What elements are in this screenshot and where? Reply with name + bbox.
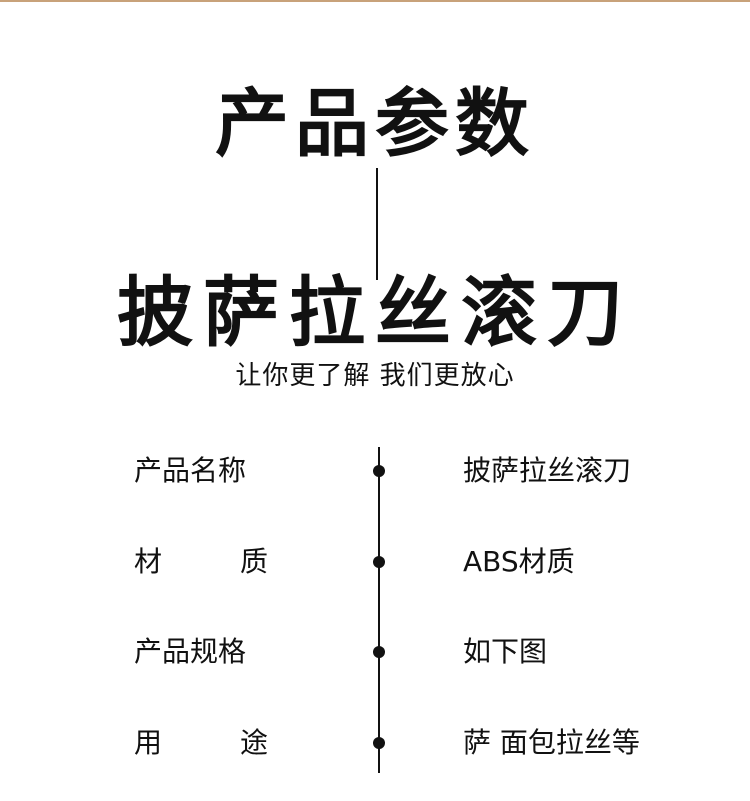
spec-row-name: 产品名称 披萨拉丝滚刀 (0, 451, 750, 491)
spec-bullet-dot (373, 465, 385, 477)
spec-label: 产品规格 (134, 635, 247, 668)
spec-bullet-dot (373, 737, 385, 749)
spec-label: 材 质 (134, 542, 268, 582)
spec-label: 用 途 (134, 723, 268, 763)
tagline: 让你更了解 我们更放心 (235, 361, 515, 391)
spec-label-char: 材 (134, 545, 163, 578)
spec-label-char: 用 (134, 726, 163, 759)
spec-timeline-line (378, 447, 380, 773)
spec-value: ABS材质 (463, 545, 575, 578)
spec-bullet-dot (373, 556, 385, 568)
heading-divider-line (376, 168, 378, 280)
spec-row-material: 材 质 ABS材质 (0, 542, 750, 582)
spec-value: 披萨拉丝滚刀 (463, 454, 632, 487)
spec-value: 如下图 (463, 635, 548, 668)
spec-label-char: 途 (239, 726, 268, 759)
spec-label: 产品名称 (134, 454, 247, 487)
section-heading: 产品参数 (215, 81, 535, 167)
spec-value: 萨 面包拉丝等 (463, 726, 640, 759)
spec-row-usage: 用 途 萨 面包拉丝等 (0, 723, 750, 763)
product-title: 披萨拉丝滚刀 (117, 268, 633, 357)
top-decorative-rule (0, 0, 750, 2)
spec-row-size: 产品规格 如下图 (0, 632, 750, 672)
spec-bullet-dot (373, 646, 385, 658)
spec-label-char: 质 (239, 545, 268, 578)
